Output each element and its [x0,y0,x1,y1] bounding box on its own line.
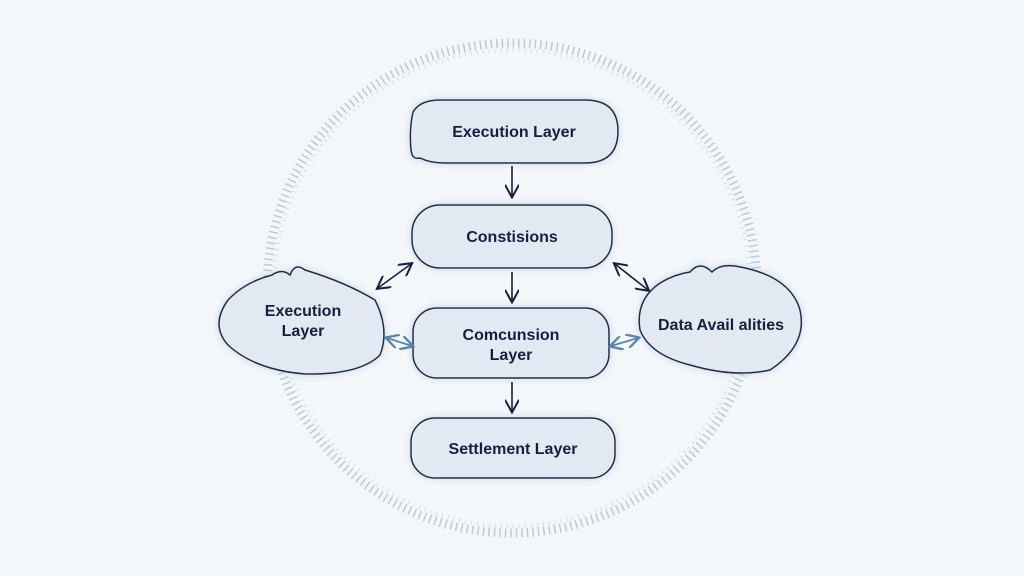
node-execution-layer-top[interactable] [409,99,619,164]
arrow-left-to-comcunsion [387,338,412,346]
node-label-comcunsion-1: Comcunsion [463,327,560,344]
node-label-execution-left-2: Layer [282,323,325,340]
arrow-comcunsion-to-right [611,338,638,346]
node-label-comcunsion-2: Layer [490,347,533,364]
node-label-execution-left-1: Execution [265,303,341,320]
node-data-availabilities[interactable] [638,264,803,374]
node-constisions[interactable] [411,204,613,269]
node-label-execution-top: Execution Layer [452,124,576,141]
node-execution-layer-left[interactable] [218,266,385,375]
node-label-constisions: Constisions [466,229,558,246]
arrow-left-to-constisions [378,264,411,288]
arrow-constisions-to-right [615,264,648,290]
node-settlement-layer[interactable] [410,417,616,479]
node-label-settlement: Settlement Layer [449,441,578,458]
node-label-data-availabilities: Data Avail alities [658,317,784,334]
